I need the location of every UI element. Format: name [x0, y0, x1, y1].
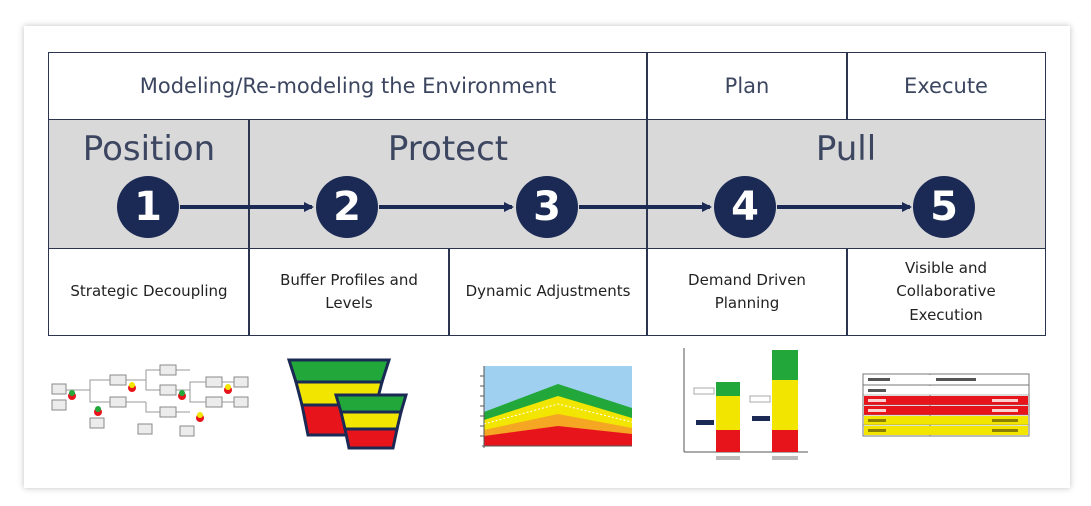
phase-pull: Pull	[815, 129, 877, 169]
header-plan: Plan	[724, 74, 770, 98]
header-execute: Execute	[904, 74, 988, 98]
header-modeling: Modeling/Re-modeling the Environment	[139, 74, 557, 98]
component-buffer-profiles: Buffer Profiles and Levels	[280, 270, 418, 312]
phase-position: Position	[82, 129, 216, 169]
step-5-circle: 5	[913, 176, 975, 238]
component-strategic-decoupling: Strategic Decoupling	[70, 282, 228, 301]
execution-status-table-illustration	[862, 373, 1030, 437]
divider	[448, 249, 450, 335]
step-4-circle: 4	[714, 176, 776, 238]
component-visible-execution: Visible and Collaborative Execution	[896, 259, 996, 324]
step-2-circle: 2	[316, 176, 378, 238]
phase-protect: Protect	[387, 129, 509, 169]
demand-planning-bars-illustration	[683, 348, 808, 460]
divider	[248, 119, 250, 335]
divider	[846, 53, 848, 119]
buffer-funnels-illustration	[286, 358, 409, 450]
dynamic-adjustment-illustration	[480, 366, 633, 448]
component-dynamic-adjustments: Dynamic Adjustments	[465, 282, 631, 301]
decoupling-network-illustration	[51, 364, 249, 437]
step-3-circle: 3	[516, 176, 578, 238]
divider	[846, 249, 848, 335]
divider	[646, 53, 648, 335]
step-1-circle: 1	[117, 176, 179, 238]
component-demand-driven-planning: Demand Driven Planning	[688, 270, 806, 312]
